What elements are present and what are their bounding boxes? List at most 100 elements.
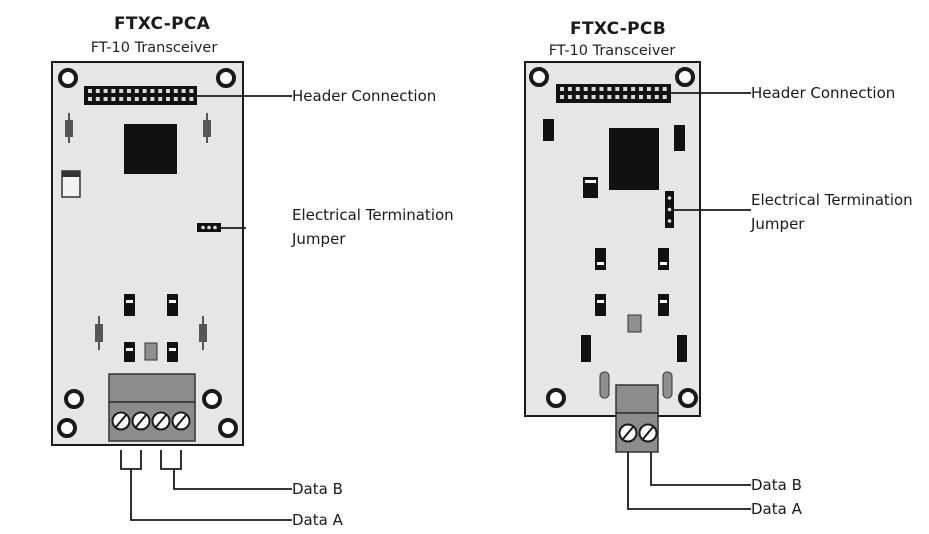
header-pin — [615, 87, 620, 91]
header-pin — [646, 95, 651, 99]
board-a-wire-loops — [120, 450, 182, 470]
header-pin — [119, 97, 124, 101]
board-a-small-component — [144, 342, 158, 361]
header-pin — [127, 97, 131, 101]
header-pin — [189, 97, 194, 101]
board-a-data-a-label: Data A — [292, 511, 343, 529]
header-pin — [150, 89, 155, 93]
board-b-header-label: Header Connection — [751, 84, 896, 102]
header-pin — [181, 97, 186, 101]
header-pin — [173, 89, 178, 93]
mounting-hole-icon — [218, 418, 238, 438]
board-a-termination-label-line2: Jumper — [292, 230, 346, 248]
mounting-hole-icon — [202, 389, 222, 409]
board-b-led — [662, 371, 673, 399]
header-pin — [150, 97, 155, 101]
header-pin — [591, 87, 596, 91]
board-a-resistor — [65, 113, 73, 143]
header-pin — [181, 89, 186, 93]
header-pin — [111, 89, 116, 93]
header-pin — [591, 95, 596, 99]
header-pin — [567, 87, 572, 91]
board-a-termination-jumper — [197, 223, 221, 232]
header-pin — [631, 87, 636, 91]
header-pin — [607, 87, 612, 91]
mounting-hole-icon — [216, 68, 236, 88]
header-pin — [103, 89, 108, 93]
board-b-header-connector — [556, 84, 671, 103]
board-b-main-chip — [609, 128, 659, 190]
board-a-title: FTXC-PCA — [113, 14, 211, 34]
board-b-termination-jumper — [665, 191, 674, 228]
header-pin — [623, 87, 628, 91]
header-pin — [599, 87, 604, 91]
header-pin — [142, 97, 147, 101]
header-pin — [662, 87, 667, 91]
board-a-resistor — [95, 316, 103, 350]
header-pin — [173, 97, 178, 101]
header-pin — [127, 89, 131, 93]
board-a-header-connector — [84, 86, 197, 105]
board-b-termination-label-line2: Jumper — [751, 215, 805, 233]
header-pin — [166, 89, 170, 93]
board-b-terminal-block — [615, 384, 659, 453]
header-pin — [639, 95, 643, 99]
mounting-hole-icon — [546, 388, 566, 408]
header-pin — [575, 95, 580, 99]
board-a-resistor — [203, 113, 211, 143]
board-a — [51, 61, 292, 521]
board-b-title: FTXC-PCB — [570, 19, 666, 39]
header-pin — [567, 95, 572, 99]
board-b-subtitle: FT-10 Transceiver — [548, 43, 676, 59]
header-pin — [166, 97, 170, 101]
header-pin — [560, 87, 564, 91]
header-pin — [662, 95, 667, 99]
board-b-termination-label-line1: Electrical Termination — [751, 191, 913, 209]
header-pin — [583, 95, 588, 99]
board-a-capacitor — [61, 170, 81, 198]
board-a-resistor — [199, 316, 207, 350]
header-pin — [111, 97, 116, 101]
board-a-main-chip — [124, 124, 177, 174]
header-pin — [88, 97, 92, 101]
header-pin — [103, 97, 108, 101]
header-pin — [119, 89, 124, 93]
mounting-hole-icon — [64, 389, 84, 409]
board-b-small-component — [627, 314, 642, 333]
board-a-transistors — [124, 294, 178, 362]
header-pin — [189, 89, 194, 93]
header-pin — [142, 89, 147, 93]
header-pin — [607, 95, 612, 99]
mounting-hole-icon — [57, 418, 77, 438]
header-pin — [646, 87, 651, 91]
board-a-terminal-block — [108, 373, 196, 442]
board-a-data-b-label: Data B — [292, 480, 343, 498]
board-b-data-b-label: Data B — [751, 476, 802, 494]
header-pin — [560, 95, 564, 99]
header-pin — [631, 95, 636, 99]
board-b-data-a-label: Data A — [751, 500, 802, 518]
header-pin — [158, 89, 163, 93]
mounting-hole-icon — [529, 67, 549, 87]
header-pin — [654, 87, 659, 91]
header-pin — [623, 95, 628, 99]
mounting-hole-icon — [678, 388, 698, 408]
header-pin — [95, 97, 100, 101]
header-pin — [95, 89, 100, 93]
header-pin — [599, 95, 604, 99]
board-b — [524, 61, 751, 510]
board-a-termination-label-line1: Electrical Termination — [292, 206, 454, 224]
board-b-led — [599, 371, 610, 399]
board-a-subtitle: FT-10 Transceiver — [90, 40, 218, 56]
header-pin — [583, 87, 588, 91]
header-pin — [639, 87, 643, 91]
header-pin — [134, 89, 139, 93]
header-pin — [654, 95, 659, 99]
board-a-leader-lines — [130, 95, 292, 521]
header-pin — [134, 97, 139, 101]
board-a-header-label: Header Connection — [292, 87, 437, 105]
mounting-hole-icon — [675, 67, 695, 87]
board-b-pcb — [524, 61, 701, 417]
